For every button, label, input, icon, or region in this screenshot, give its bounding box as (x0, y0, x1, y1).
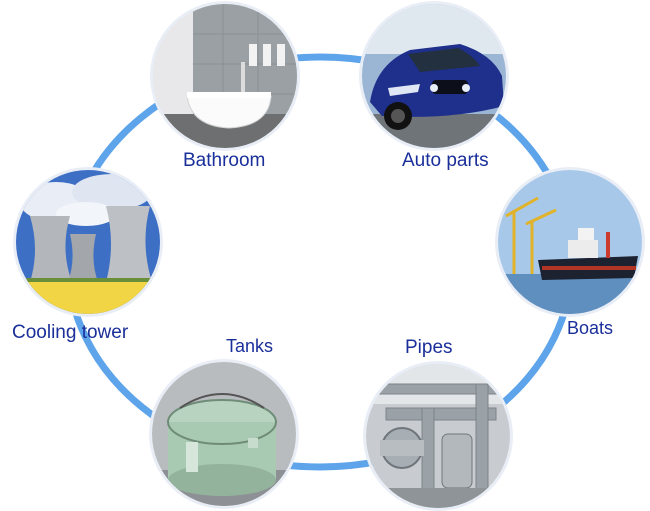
car-photo (362, 4, 506, 148)
label-auto-parts: Auto parts (402, 150, 489, 171)
label-tanks: Tanks (226, 336, 274, 356)
label-boats: Boats (567, 318, 614, 338)
pipes-photo (366, 364, 510, 508)
label-pipes: Pipes (405, 337, 453, 358)
tank-photo (152, 362, 296, 506)
cooling-tower-photo (16, 170, 160, 314)
label-cooling-tower: Cooling tower (12, 322, 129, 343)
bathtub-photo (153, 4, 297, 148)
label-bathroom: Bathroom (183, 150, 266, 171)
ship-photo (498, 170, 642, 314)
